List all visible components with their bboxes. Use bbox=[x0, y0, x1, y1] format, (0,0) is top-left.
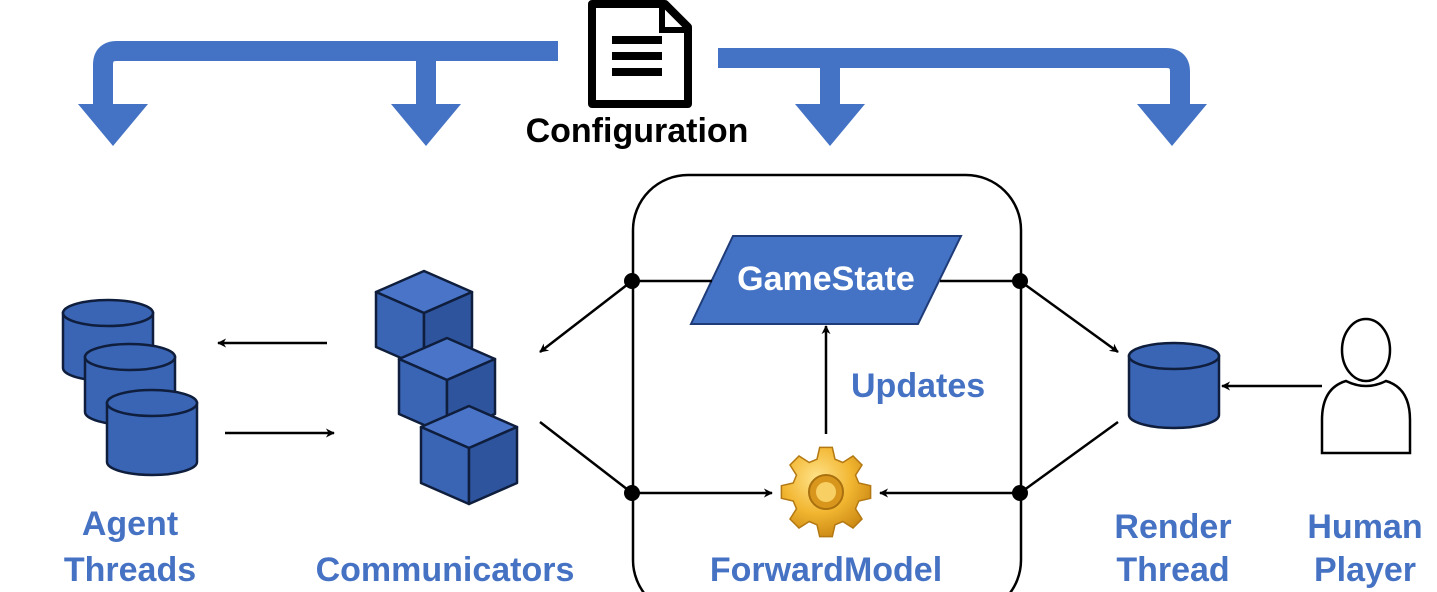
communicators-label: Communicators bbox=[316, 551, 575, 589]
config-branch-right bbox=[718, 48, 1190, 106]
config-branch-left bbox=[93, 41, 558, 106]
arrow-state-to-communicators bbox=[539, 280, 633, 353]
config-arrowhead-agents bbox=[78, 104, 148, 146]
config-arrowhead-render bbox=[1137, 104, 1207, 146]
human-player-label-line2: Player bbox=[1314, 551, 1416, 589]
person-icon bbox=[1320, 317, 1412, 455]
database-stack-icon bbox=[61, 298, 199, 477]
config-stem-forwardmodel bbox=[820, 58, 840, 106]
render-thread-label-line2: Thread bbox=[1116, 551, 1229, 589]
database-icon bbox=[1127, 341, 1221, 430]
game-state-container bbox=[631, 173, 1023, 592]
junction-dot bbox=[1012, 485, 1028, 501]
updates-label: Updates bbox=[851, 367, 985, 405]
forwardmodel-label: ForwardModel bbox=[710, 551, 942, 589]
cube bbox=[374, 269, 474, 370]
render-thread-label-line1: Render bbox=[1114, 508, 1231, 546]
database-cylinder bbox=[105, 388, 199, 477]
arrow-state-to-render bbox=[1019, 279, 1119, 354]
agent-threads-label-line1: Agent bbox=[82, 505, 178, 543]
line-render-to-junction bbox=[1019, 420, 1119, 495]
document-icon bbox=[588, 0, 692, 108]
config-arrowhead-communicators bbox=[391, 104, 461, 146]
connections bbox=[217, 279, 1322, 498]
cube bbox=[419, 404, 519, 506]
config-arrows bbox=[78, 41, 1207, 146]
gamestate-label: GameState bbox=[737, 260, 915, 298]
gear-icon bbox=[780, 446, 872, 538]
junction-dots bbox=[624, 273, 1028, 501]
junction-dot bbox=[624, 485, 640, 501]
human-player-label-line1: Human bbox=[1307, 508, 1422, 546]
line-communicators-to-junction bbox=[539, 421, 633, 494]
configuration-label: Configuration bbox=[526, 112, 749, 150]
gamestate-shape bbox=[689, 235, 963, 325]
cube-stack-icon bbox=[374, 269, 519, 506]
junction-dot bbox=[1012, 273, 1028, 289]
agent-threads-label-line2: Threads bbox=[64, 551, 196, 589]
config-stem-communicators bbox=[416, 51, 436, 106]
junction-dot bbox=[624, 273, 640, 289]
config-arrowhead-forwardmodel bbox=[795, 104, 865, 146]
